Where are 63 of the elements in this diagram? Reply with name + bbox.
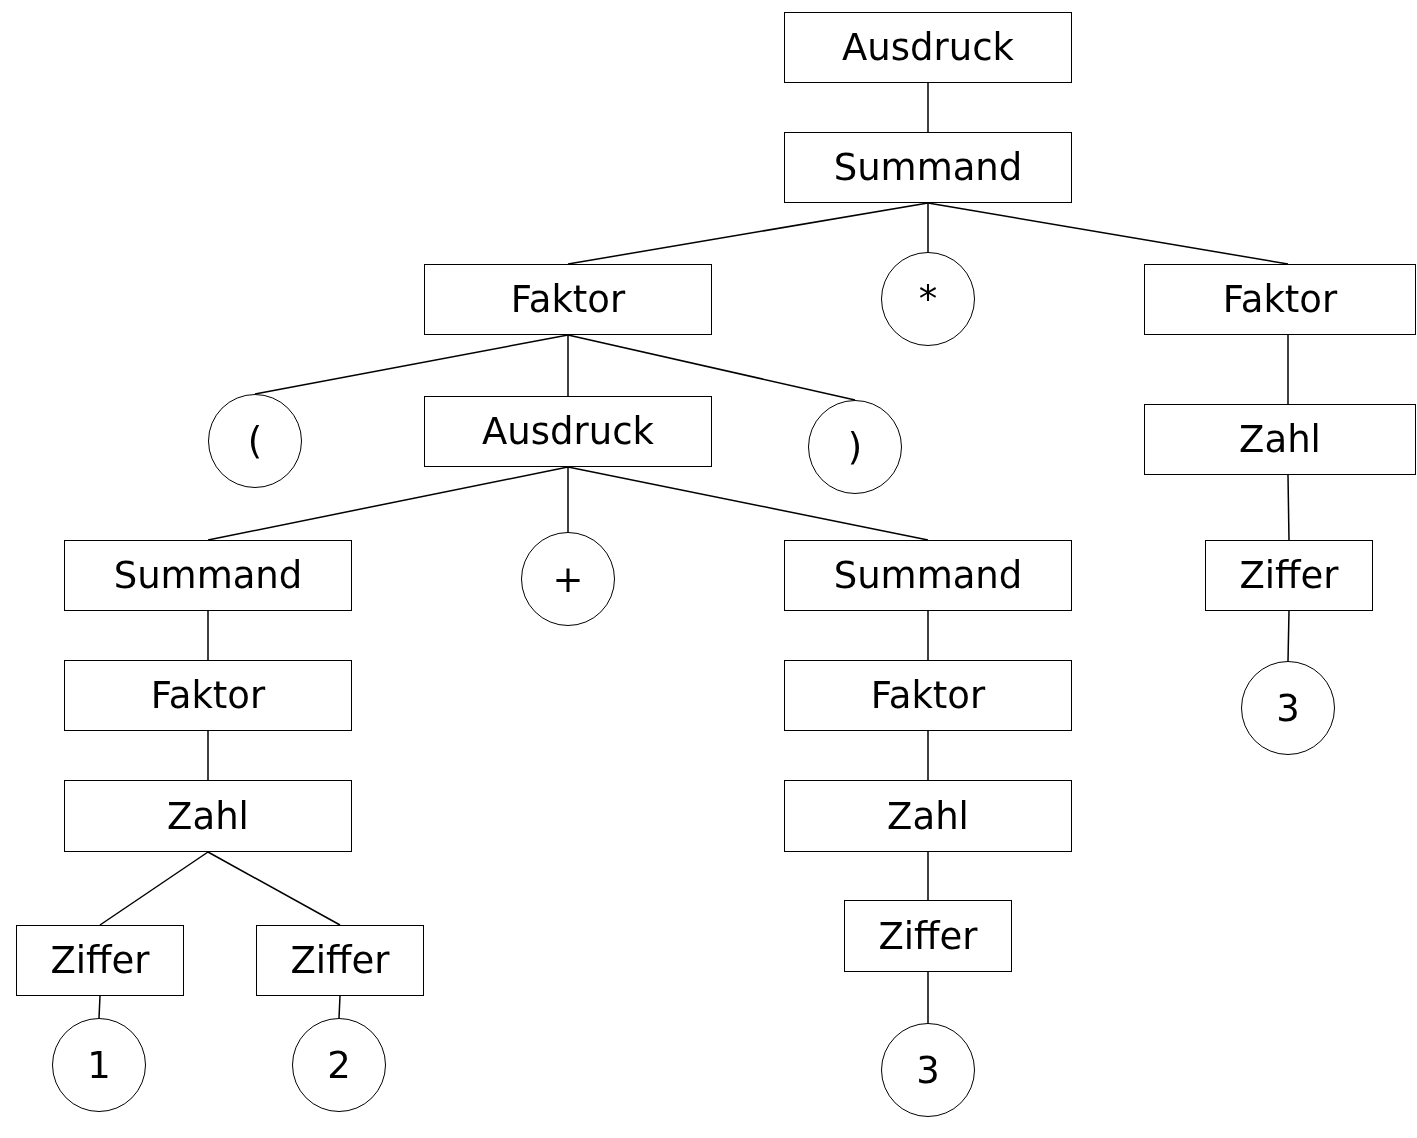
nonterminal-label: Summand — [113, 554, 303, 597]
nonterminal-box — [64, 780, 352, 852]
connector-line — [927, 202, 1289, 265]
connector-line — [1287, 474, 1290, 541]
nonterminal-label: Summand — [833, 146, 1023, 189]
nonterminal-label: Faktor — [1222, 278, 1338, 321]
connector-line — [927, 971, 929, 1024]
nonterminal-box — [1144, 264, 1416, 335]
connector-line — [338, 995, 341, 1019]
nonterminal-label: Faktor — [870, 674, 986, 717]
nonterminal-label: Zahl — [167, 794, 249, 838]
connector-line — [567, 466, 569, 533]
nonterminal-label: Zahl — [887, 794, 969, 838]
terminal-symbol: 2 — [327, 1043, 351, 1087]
connector-line — [207, 730, 209, 781]
terminal-symbol: + — [552, 557, 584, 601]
connector-line — [927, 82, 929, 133]
nonterminal-label: Ziffer — [878, 914, 978, 958]
nonterminal-box — [16, 925, 184, 996]
terminal-symbol: ( — [247, 419, 263, 463]
nonterminal-box — [424, 396, 712, 467]
connector-line — [1287, 334, 1289, 405]
nonterminal-box — [784, 132, 1072, 203]
nonterminal-label: Ausdruck — [482, 410, 654, 453]
connector-line — [927, 202, 929, 253]
connector-line — [927, 851, 929, 901]
nonterminal-box — [64, 540, 352, 611]
connector-line — [207, 851, 341, 926]
connector-line — [207, 610, 209, 661]
connector-line — [567, 466, 929, 541]
terminal-symbol: 3 — [1276, 686, 1300, 730]
connector-line — [927, 730, 929, 781]
nonterminal-label: Faktor — [150, 674, 266, 717]
connector-line — [207, 466, 569, 541]
nonterminal-label: Ziffer — [1239, 554, 1339, 597]
nonterminal-box — [784, 780, 1072, 852]
terminal-symbol: 3 — [916, 1048, 940, 1092]
connector-line — [567, 334, 569, 397]
nonterminal-box — [784, 12, 1072, 83]
nonterminal-box — [784, 660, 1072, 731]
nonterminal-label: Summand — [833, 554, 1023, 597]
connector-line — [567, 334, 856, 401]
nonterminal-box — [1144, 404, 1416, 475]
nonterminal-label: Ziffer — [290, 939, 390, 982]
connector-line — [99, 851, 209, 926]
connector-line — [254, 334, 569, 395]
nonterminal-label: Faktor — [510, 278, 626, 321]
terminal-symbol: 1 — [87, 1043, 111, 1087]
connector-line — [98, 995, 101, 1019]
nonterminal-label: Ziffer — [50, 939, 150, 982]
nonterminal-box — [424, 264, 712, 335]
connector-line — [567, 202, 929, 265]
nonterminal-box — [64, 660, 352, 731]
terminal-symbol: ) — [847, 425, 863, 469]
nonterminal-label: Ausdruck — [842, 26, 1014, 69]
nonterminal-box — [844, 900, 1012, 972]
nonterminal-box — [1205, 540, 1373, 611]
connector-line — [1287, 610, 1290, 662]
nonterminal-label: Zahl — [1239, 418, 1321, 461]
terminal-symbol: * — [918, 277, 938, 321]
nonterminal-box — [784, 540, 1072, 611]
connector-line — [927, 610, 929, 661]
nonterminal-box — [256, 925, 424, 996]
